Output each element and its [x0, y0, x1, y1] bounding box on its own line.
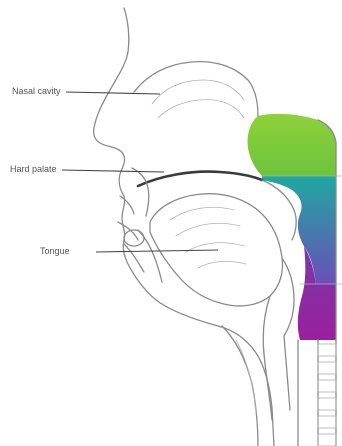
mouth-lips-outline [118, 196, 144, 272]
larynx-outline [263, 296, 290, 420]
label-nasal-cavity: Nasal cavity [12, 86, 61, 96]
face-profile-outline [94, 8, 274, 446]
nasal-cavity-inner-outline [152, 80, 244, 118]
nasal-roof-outline [134, 62, 258, 116]
trachea-outline [298, 340, 318, 446]
epiglottis-outline [282, 258, 294, 336]
label-tongue: Tongue [40, 246, 70, 256]
upper-teeth-outline [132, 168, 149, 216]
neck-inner-outline [236, 340, 256, 414]
lower-lip-shape [124, 230, 144, 246]
tongue-surface-lines [170, 207, 246, 268]
hard-palate-outline [138, 172, 262, 186]
cervical-vertebrae [318, 344, 336, 446]
leader-nasal-cavity [66, 92, 160, 94]
leader-hard-palate [62, 170, 164, 172]
nasopharynx-region [247, 114, 336, 176]
lower-teeth-outline [138, 230, 162, 282]
leader-tongue [96, 250, 218, 252]
label-hard-palate: Hard palate [10, 164, 57, 174]
